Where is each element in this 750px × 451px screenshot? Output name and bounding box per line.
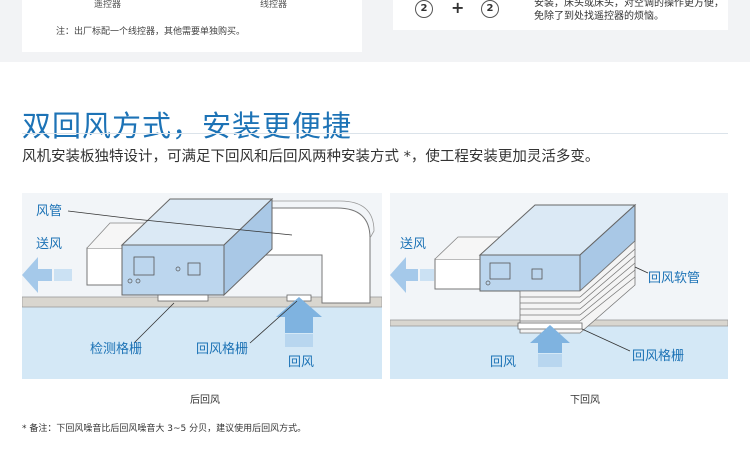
title-divider [22, 133, 728, 134]
circle-number-2-second: 2 [481, 0, 499, 18]
circle-number-2: 2 [415, 0, 433, 18]
controller-benefit-text: 安装，床头或床头，对空调的操作更方便，免除了到处找遥控器的烦恼。 [534, 0, 724, 22]
rear-return-diagram: 风管 送风 检测格栅 回风格栅 回风 [22, 193, 382, 379]
label-return-hose: 回风软管 [648, 271, 701, 286]
label-supply-air: 送风 [36, 237, 63, 252]
wired-controller-label: 线控器 [260, 0, 288, 10]
section-description: 风机安装板独特设计，可满足下回风和后回风两种安装方式 *，使工程安装更加灵活多变… [22, 149, 600, 165]
remote-label: 遥控器 [94, 0, 122, 10]
controller-note: 注：出厂标配一个线控器，其他需要单独购买。 [56, 27, 246, 37]
previous-right-panel: 2 + 2 安装，床头或床头，对空调的操作更方便，免除了到处找遥控器的烦恼。 [393, 0, 728, 30]
previous-left-panel: 遥控器 线控器 [22, 0, 362, 52]
previous-section-strip: 遥控器 线控器 注：出厂标配一个线控器，其他需要单独购买。 2 + 2 安装，床… [0, 0, 750, 62]
label-return-air: 回风 [288, 355, 315, 370]
label-supply-air-bottom: 送风 [400, 237, 427, 252]
plus-sign: + [451, 0, 465, 17]
label-return-grille: 回风格栅 [196, 342, 249, 357]
label-return-air-bottom: 回风 [490, 355, 517, 370]
bottom-return-diagram: 送风 回风软管 回风格栅 回风 [390, 193, 728, 379]
label-inspection-grille: 检测格栅 [90, 342, 143, 357]
label-return-grille-bottom: 回风格栅 [632, 349, 685, 364]
caption-rear-return: 后回风 [190, 395, 220, 406]
noise-footnote: * 备注：下回风噪音比后回风噪音大 3~5 分贝，建议使用后回风方式。 [22, 424, 307, 434]
rear-return-illustration [22, 197, 382, 379]
bottom-return-illustration [390, 203, 728, 379]
label-fan-duct: 风管 [36, 204, 63, 219]
section-title: 双回风方式，安装更便捷 [22, 109, 353, 144]
caption-bottom-return: 下回风 [570, 395, 600, 406]
